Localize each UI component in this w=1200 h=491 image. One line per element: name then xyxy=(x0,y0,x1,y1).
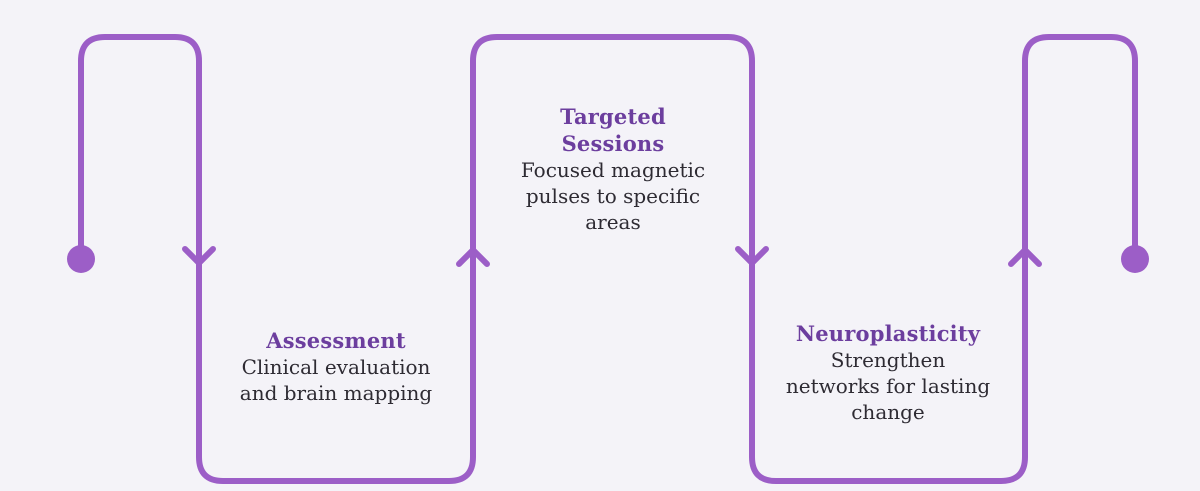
stage-neuroplasticity: Neuroplasticity Strengthen networks for … xyxy=(782,320,994,425)
stage-description: Focused magnetic pulses to specific area… xyxy=(520,158,706,234)
stage-title: Targeted Sessions xyxy=(560,104,666,156)
stage-title: Assessment xyxy=(266,328,406,353)
stage-targeted-sessions: Targeted Sessions Focused magnetic pulse… xyxy=(513,103,713,235)
stage-assessment: Assessment Clinical evaluation and brain… xyxy=(236,327,436,406)
start-dot-icon xyxy=(67,245,95,273)
arrow-down-icon xyxy=(735,246,769,266)
arrow-down-icon xyxy=(182,246,216,266)
stage-description: Clinical evaluation and brain mapping xyxy=(239,355,433,405)
stage-title: Neuroplasticity xyxy=(795,321,981,346)
flow-path-line xyxy=(78,34,1138,484)
arrow-up-icon xyxy=(456,247,490,267)
arrow-up-icon xyxy=(1008,247,1042,267)
stage-description: Strengthen networks for lasting change xyxy=(785,348,991,424)
end-dot-icon xyxy=(1121,245,1149,273)
